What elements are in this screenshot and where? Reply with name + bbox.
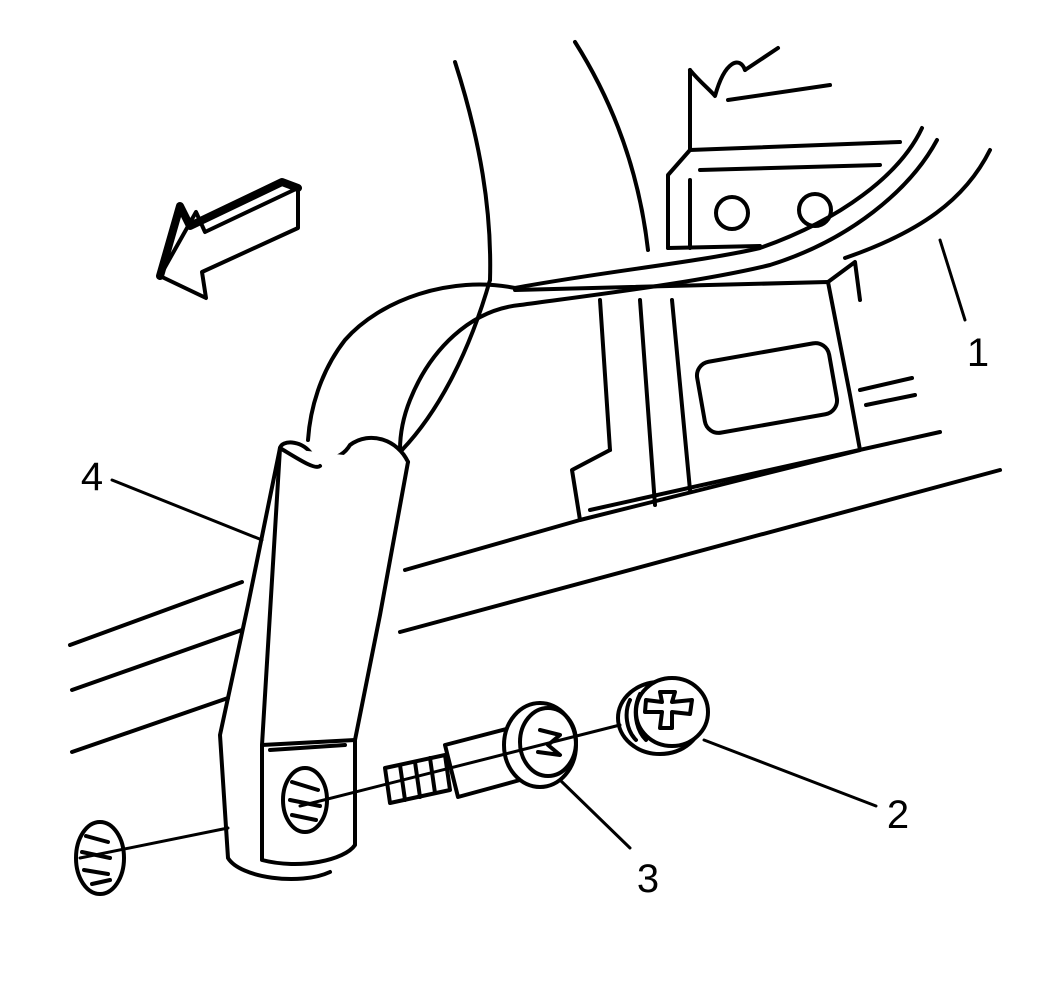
callout-1: 1 bbox=[967, 331, 989, 375]
anchor-bolt bbox=[383, 701, 578, 805]
floor-lines bbox=[68, 580, 244, 754]
anchor-cover bbox=[218, 435, 410, 882]
bolt-cap bbox=[616, 676, 710, 756]
leader-lines bbox=[78, 238, 967, 860]
callout-3: 3 bbox=[637, 857, 659, 901]
wheel-house bbox=[400, 40, 650, 452]
trim-panel bbox=[398, 260, 1002, 634]
direction-arrow-icon bbox=[156, 178, 302, 300]
callout-2: 2 bbox=[887, 793, 909, 837]
callout-4: 4 bbox=[81, 455, 103, 499]
retainer-nut bbox=[74, 820, 126, 896]
seat-belt-webbing bbox=[306, 126, 992, 452]
body-panel bbox=[666, 46, 902, 250]
